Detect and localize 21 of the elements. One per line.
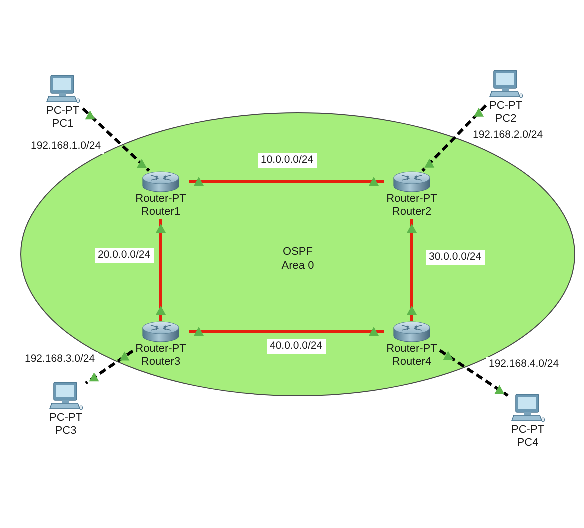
- connection-line: [156, 219, 166, 321]
- connection-line: [439, 349, 509, 397]
- device-label: PC-PT PC1: [46, 105, 80, 131]
- area-label: OSPF Area 0: [280, 245, 316, 273]
- edge-label: 20.0.0.0/24: [95, 248, 154, 263]
- edge-label: 30.0.0.0/24: [426, 250, 485, 265]
- connection-line: [189, 177, 384, 186]
- edge-label: 40.0.0.0/24: [267, 339, 326, 354]
- device-label: Router-PT Router2: [386, 193, 438, 219]
- connection-line: [407, 219, 417, 321]
- device-label: PC-PT PC4: [510, 424, 546, 450]
- connection-line: [189, 327, 384, 336]
- device-label: PC-PT PC2: [488, 100, 524, 126]
- device-label: Router-PT Router1: [134, 193, 188, 219]
- device-label: PC-PT PC3: [48, 412, 84, 438]
- edge-label: 10.0.0.0/24: [258, 153, 317, 168]
- connection-line: [85, 350, 134, 385]
- connection-line: [82, 108, 150, 172]
- connection-line: [422, 104, 488, 172]
- device-label: Router-PT Router3: [134, 343, 188, 369]
- device-label: Router-PT Router4: [386, 343, 438, 369]
